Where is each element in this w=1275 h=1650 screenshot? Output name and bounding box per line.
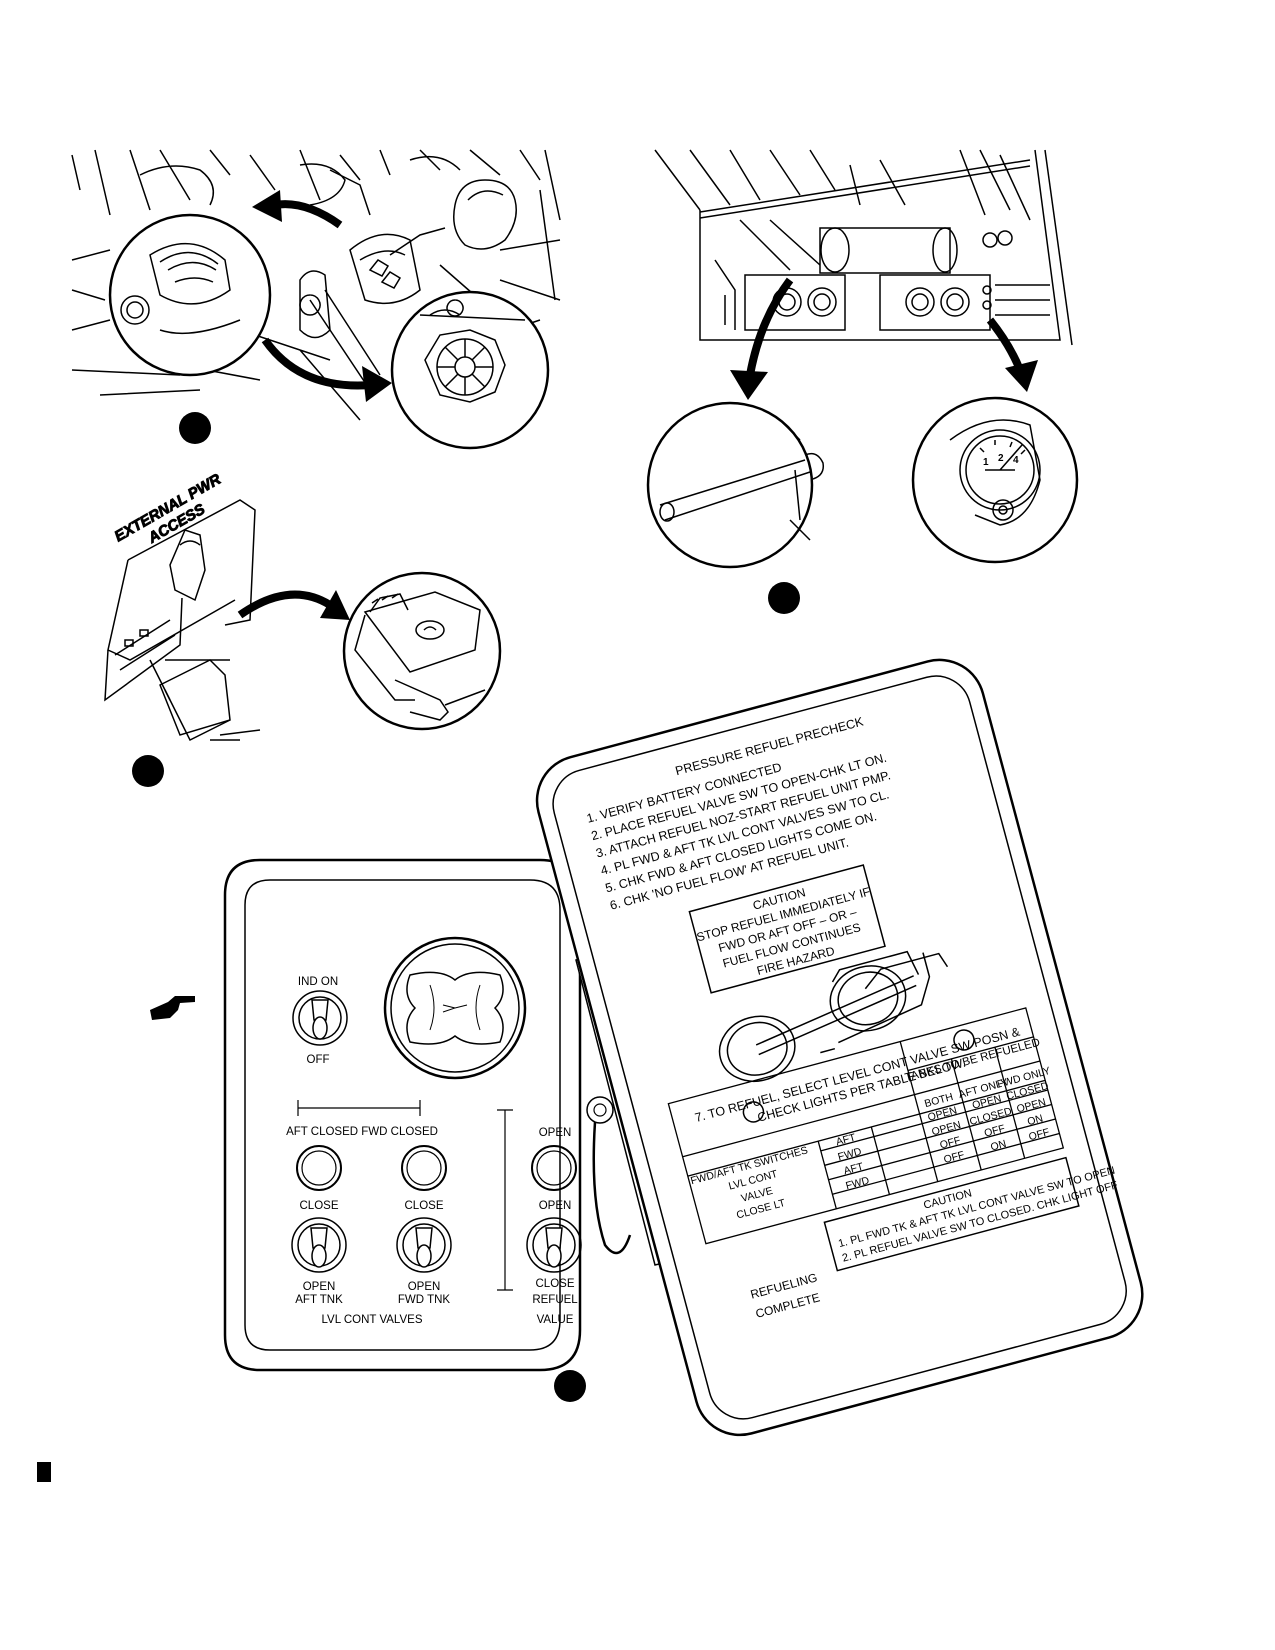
table-cell: OFF	[1027, 1126, 1050, 1143]
aft-tnk-label: AFT TNK	[295, 1294, 343, 1306]
engine-bay-view	[646, 149, 1079, 569]
refuel-valve-toggle-switch[interactable]	[526, 1217, 582, 1273]
fwd-tank-toggle-switch[interactable]	[396, 1217, 452, 1273]
open-label: OPEN	[408, 1281, 441, 1293]
gauge-scale-numbers: 1 2 4	[983, 453, 1019, 468]
external-power-access-view	[104, 499, 502, 742]
table-cell: ON	[989, 1138, 1007, 1154]
close-label: CLOSE	[405, 1200, 444, 1212]
refuel-valve-open-light	[531, 1145, 577, 1191]
refuel-table	[667, 1007, 1065, 1245]
step-marker-2	[768, 582, 800, 614]
aft-tank-toggle-switch[interactable]	[291, 1217, 347, 1273]
change-bar	[37, 1462, 51, 1482]
external-power-placard: EXTERNAL PWR ACCESS	[111, 470, 224, 547]
table-cell: OFF	[942, 1149, 965, 1166]
value-label: VALUE	[537, 1314, 574, 1326]
tank-schematic	[718, 950, 949, 1082]
fwd-tnk-label: FWD TNK	[398, 1294, 451, 1306]
panel-labels: IND ON OFF AFT CLOSED FWD CLOSED CLOSE C…	[286, 976, 578, 1326]
step-marker-1	[179, 412, 211, 444]
gauge-number: 1	[983, 457, 989, 468]
table-cell: ON	[1026, 1112, 1044, 1128]
step-marker-4	[554, 1370, 586, 1402]
gauge-number: 2	[998, 453, 1004, 464]
refuel-door: PRESSURE REFUEL PRECHECK 1. VERIFY BATTE…	[535, 658, 1144, 1437]
off-label: OFF	[307, 1054, 330, 1066]
open-label: OPEN	[539, 1127, 572, 1139]
fwd-closed-light	[401, 1145, 447, 1191]
lvl-cont-valves-label: LVL CONT VALVES	[322, 1314, 423, 1326]
close-label: CLOSE	[300, 1200, 339, 1212]
aft-closed-light	[296, 1145, 342, 1191]
step-marker-3	[132, 755, 164, 787]
open-label: OPEN	[303, 1281, 336, 1293]
table-sub-label: AFT	[835, 1131, 858, 1148]
open-label: OPEN	[539, 1200, 572, 1212]
pointing-hand-icon	[150, 996, 195, 1020]
table-cell: OFF	[983, 1123, 1006, 1140]
fuel-cap-view	[71, 149, 561, 450]
gauge-number: 4	[1013, 455, 1019, 466]
close-label: CLOSE	[536, 1278, 575, 1290]
indicator-toggle-switch[interactable]	[292, 990, 348, 1046]
table-cell: OFF	[938, 1135, 961, 1152]
refuel-label: REFUEL	[532, 1294, 578, 1306]
refuel-control-panel	[223, 858, 632, 1372]
ind-on-label: IND ON	[298, 976, 338, 988]
aft-fwd-closed-label: AFT CLOSED FWD CLOSED	[286, 1126, 438, 1138]
table-sub-label: AFT	[842, 1160, 865, 1177]
